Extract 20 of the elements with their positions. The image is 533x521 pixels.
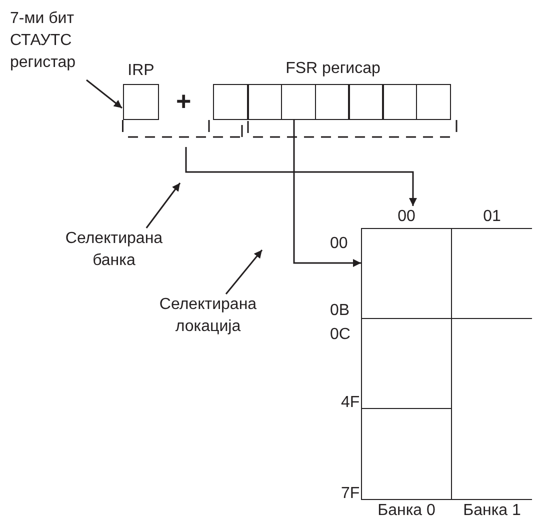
address-label: 4F bbox=[341, 395, 360, 411]
bank-label: Банка 0 bbox=[378, 501, 436, 521]
leader-arrow bbox=[225, 250, 263, 294]
arrow bbox=[86, 79, 122, 109]
leader-arrow bbox=[185, 147, 417, 206]
address-label: 0C bbox=[330, 327, 350, 343]
plus-sign: + bbox=[176, 88, 192, 114]
address-label: 0B bbox=[330, 303, 350, 319]
bank-label: Банка 1 bbox=[463, 501, 521, 521]
bank-number: 01 bbox=[483, 207, 501, 227]
register-label: IRP bbox=[128, 61, 154, 81]
bank-number: 00 bbox=[398, 207, 416, 227]
annotation-text: Селектирана банка bbox=[64, 229, 164, 271]
annotation-text: Селектирана локација bbox=[158, 295, 258, 337]
register-label: FSR регисар bbox=[286, 59, 380, 79]
leader-arrow bbox=[146, 182, 181, 228]
address-label: 00 bbox=[330, 236, 348, 252]
address-label: 7F bbox=[341, 486, 360, 502]
annotation-text: 7-ми бит СТАУТС регистар bbox=[10, 9, 77, 73]
arrow bbox=[293, 120, 361, 268]
